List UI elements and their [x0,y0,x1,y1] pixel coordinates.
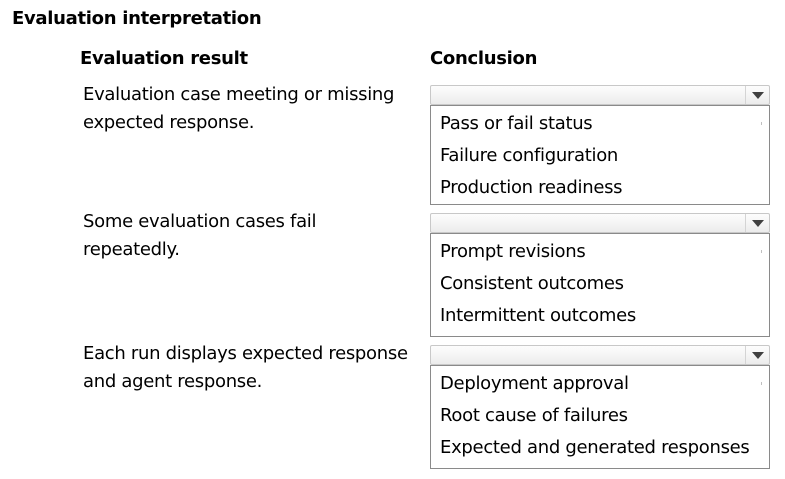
row-2-option-1[interactable]: Prompt revisions [440,241,586,262]
row-1-options-list: Pass or fail status Failure configuratio… [430,105,770,205]
row-2-option-2[interactable]: Consistent outcomes [440,273,624,294]
column-header-evaluation-result: Evaluation result [80,48,248,69]
row-2-option-3[interactable]: Intermittent outcomes [440,305,636,326]
row-2-result-line-1: Some evaluation cases fail repeatedly. [83,211,317,260]
chevron-down-icon[interactable] [745,346,769,364]
row-3-option-2[interactable]: Root cause of failures [440,405,628,426]
row-1-conclusion-dropdown[interactable] [430,85,770,105]
row-3-evaluation-result: Each run displays expected response and … [83,340,418,396]
row-2-evaluation-result: Some evaluation cases fail repeatedly. [83,208,418,264]
row-1-result-line-1: Evaluation case meeting or missing [83,84,395,105]
row-3-conclusion-dropdown[interactable] [430,345,770,365]
page-title: Evaluation interpretation [12,8,262,29]
chevron-down-icon[interactable] [745,214,769,232]
row-2-conclusion-dropdown[interactable] [430,213,770,233]
chevron-down-icon[interactable] [745,86,769,104]
row-1-option-1[interactable]: Pass or fail status [440,113,593,134]
column-header-conclusion: Conclusion [430,48,538,69]
row-1-option-2[interactable]: Failure configuration [440,145,619,166]
row-1-result-line-2: expected response. [83,112,255,133]
scroll-tick [761,250,762,253]
row-3-result-line-2: and agent response. [83,371,263,392]
row-3-options-list: Deployment approval Root cause of failur… [430,365,770,469]
row-1-evaluation-result: Evaluation case meeting or missing expec… [83,81,418,137]
row-3-result-line-1: Each run displays expected response [83,343,408,364]
scroll-tick [761,382,762,385]
row-3-option-1[interactable]: Deployment approval [440,373,629,394]
scroll-tick [761,122,762,125]
row-3-option-3[interactable]: Expected and generated responses [440,437,750,458]
row-2-options-list: Prompt revisions Consistent outcomes Int… [430,233,770,337]
row-1-option-3[interactable]: Production readiness [440,177,623,198]
